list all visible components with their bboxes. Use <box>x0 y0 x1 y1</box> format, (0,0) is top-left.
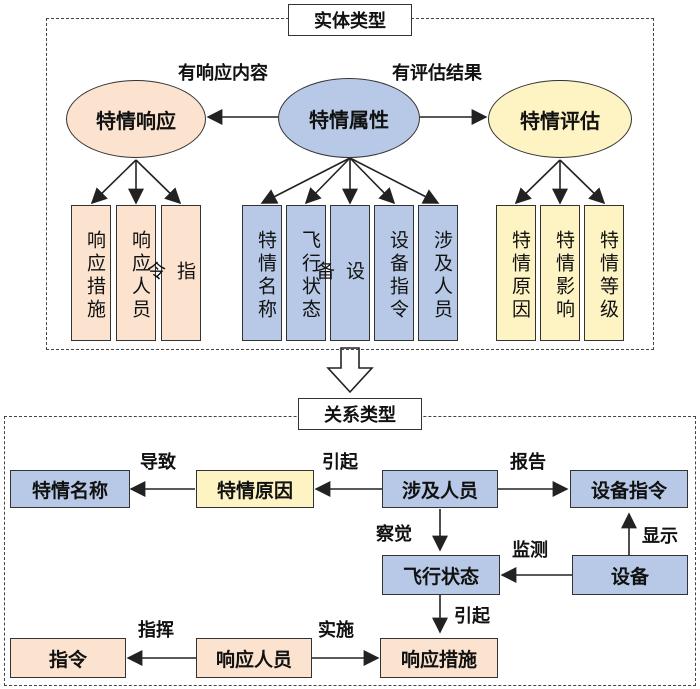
assessment-item: 特情等级 <box>584 205 624 341</box>
edge-label-implement: 实施 <box>318 620 354 641</box>
relation-section-title: 关系类型 <box>298 398 422 430</box>
device-char-2: 备 <box>313 260 335 284</box>
section-transition-arrow <box>326 347 374 394</box>
response-item: 响应人员 <box>116 205 156 341</box>
edge-label-response: 有响应内容 <box>178 63 268 84</box>
edge-label-cause: 引起 <box>322 452 358 473</box>
rel-response-measure: 响应措施 <box>380 638 498 678</box>
response-item: 指 令 <box>144 205 201 341</box>
attribute-item: 设 备 <box>313 205 370 341</box>
assessment-item: 特情原因 <box>496 205 536 341</box>
rel-command: 指令 <box>10 638 126 678</box>
rel-responder: 响应人员 <box>196 638 312 678</box>
attribute-item: 设备指令 <box>374 205 414 341</box>
incident-assessment-node: 特情评估 <box>488 80 632 158</box>
rel-device: 设备 <box>572 555 688 595</box>
assessment-item: 特情影响 <box>540 205 580 341</box>
attribute-item: 特情名称 <box>242 205 282 341</box>
edge-label-monitor: 监测 <box>512 540 548 561</box>
device-char-1: 设 <box>343 260 365 284</box>
attribute-item: 飞行状态 <box>286 205 326 341</box>
edge-label-report: 报告 <box>510 452 546 473</box>
command-char-2: 令 <box>144 260 166 284</box>
edge-label-lead-to: 导致 <box>140 452 176 473</box>
edge-label-assessment: 有评估结果 <box>392 63 482 84</box>
rel-personnel: 涉及人员 <box>382 470 498 508</box>
entity-section-title: 实体类型 <box>288 4 412 36</box>
edge-label-direct: 指挥 <box>138 620 174 641</box>
edge-label-cause-2: 引起 <box>454 606 490 627</box>
attribute-item: 涉及人员 <box>418 205 458 341</box>
rel-incident-name: 特情名称 <box>10 470 130 508</box>
response-item: 响应措施 <box>71 205 111 341</box>
rel-device-cmd: 设备指令 <box>570 470 688 508</box>
edge-label-perceive: 察觉 <box>376 524 412 545</box>
command-char-1: 指 <box>174 260 196 284</box>
incident-response-node: 特情响应 <box>66 80 206 158</box>
incident-attribute-node: 特情属性 <box>278 78 420 158</box>
rel-incident-cause: 特情原因 <box>196 470 314 508</box>
rel-flight-status: 飞行状态 <box>382 555 500 595</box>
edge-label-display: 显示 <box>642 526 678 547</box>
